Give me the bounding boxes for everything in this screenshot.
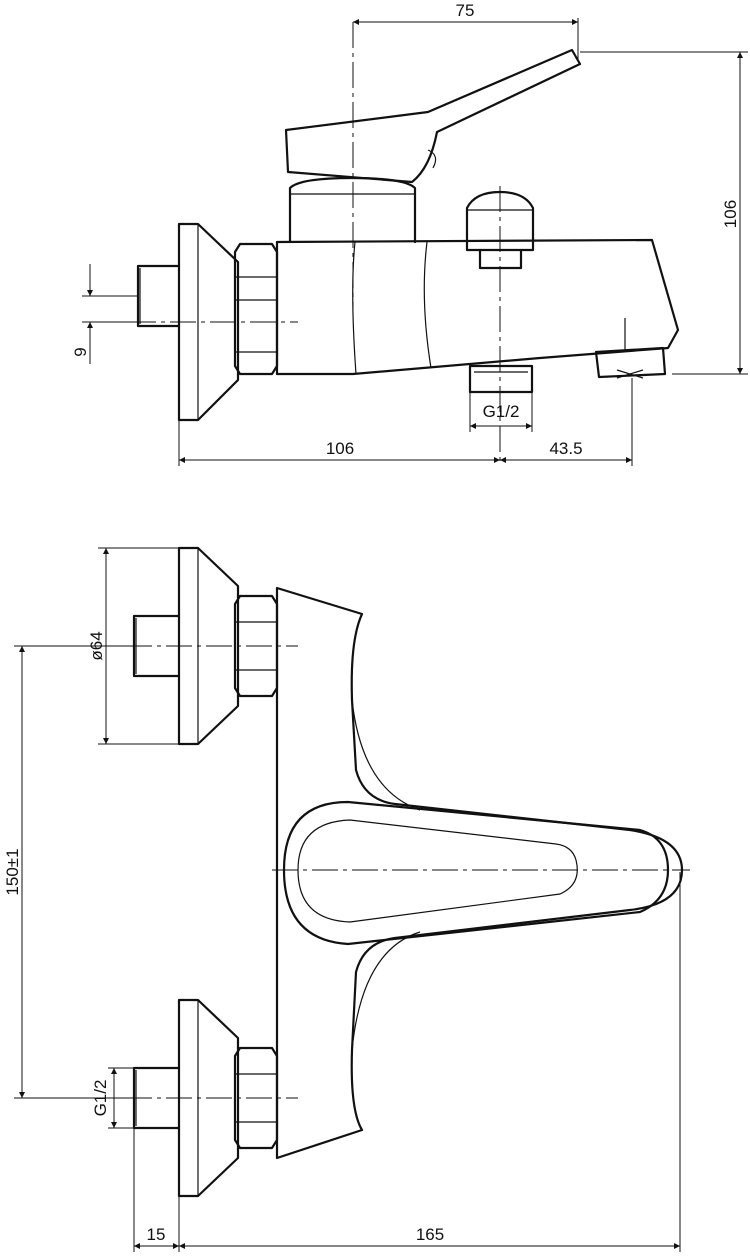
top-lower-hex-nut bbox=[233, 1046, 279, 1150]
dim-lever-offset: 75 bbox=[456, 1, 475, 20]
top-lever-handle bbox=[282, 800, 670, 946]
top-upper-hex-nut bbox=[233, 594, 279, 698]
dim-spout-reach: 43.5 bbox=[549, 439, 582, 458]
front-outlet-cross-2 bbox=[616, 369, 644, 379]
front-dimensions: 75 106 9 G1/2 106 43.5 bbox=[71, 1, 748, 466]
dim-body-length: 106 bbox=[326, 439, 354, 458]
dim-nipple-length: 15 bbox=[147, 1225, 166, 1244]
top-lever-inner-groove bbox=[297, 819, 578, 923]
dim-outlet-thread: G1/2 bbox=[483, 402, 520, 421]
front-spout-outlet bbox=[594, 346, 667, 379]
dim-center-distance: 150±1 bbox=[3, 848, 22, 895]
top-body-lower-contour bbox=[351, 931, 421, 1051]
dim-thread-offset: 9 bbox=[71, 347, 90, 356]
dim-total-length: 165 bbox=[416, 1225, 444, 1244]
front-body-contour-2 bbox=[423, 241, 432, 369]
top-view bbox=[126, 546, 690, 1198]
top-body-upper-contour bbox=[351, 699, 421, 811]
front-mixer-body bbox=[275, 238, 680, 376]
front-diverter-knob bbox=[465, 190, 535, 252]
dim-total-height: 106 bbox=[721, 200, 740, 228]
front-lever-screw bbox=[427, 149, 437, 169]
front-lever-handle bbox=[284, 48, 582, 184]
front-outlet-thread bbox=[468, 364, 534, 394]
front-hex-nut bbox=[233, 242, 279, 376]
front-view bbox=[130, 22, 680, 462]
top-mixer-body bbox=[275, 586, 684, 1160]
front-inlet-pipe bbox=[136, 264, 181, 328]
dim-inlet-thread: G1/2 bbox=[91, 1080, 110, 1117]
top-dimensions: ø64 150±1 G1/2 15 165 bbox=[3, 547, 681, 1252]
front-body-contour-1 bbox=[352, 241, 357, 375]
